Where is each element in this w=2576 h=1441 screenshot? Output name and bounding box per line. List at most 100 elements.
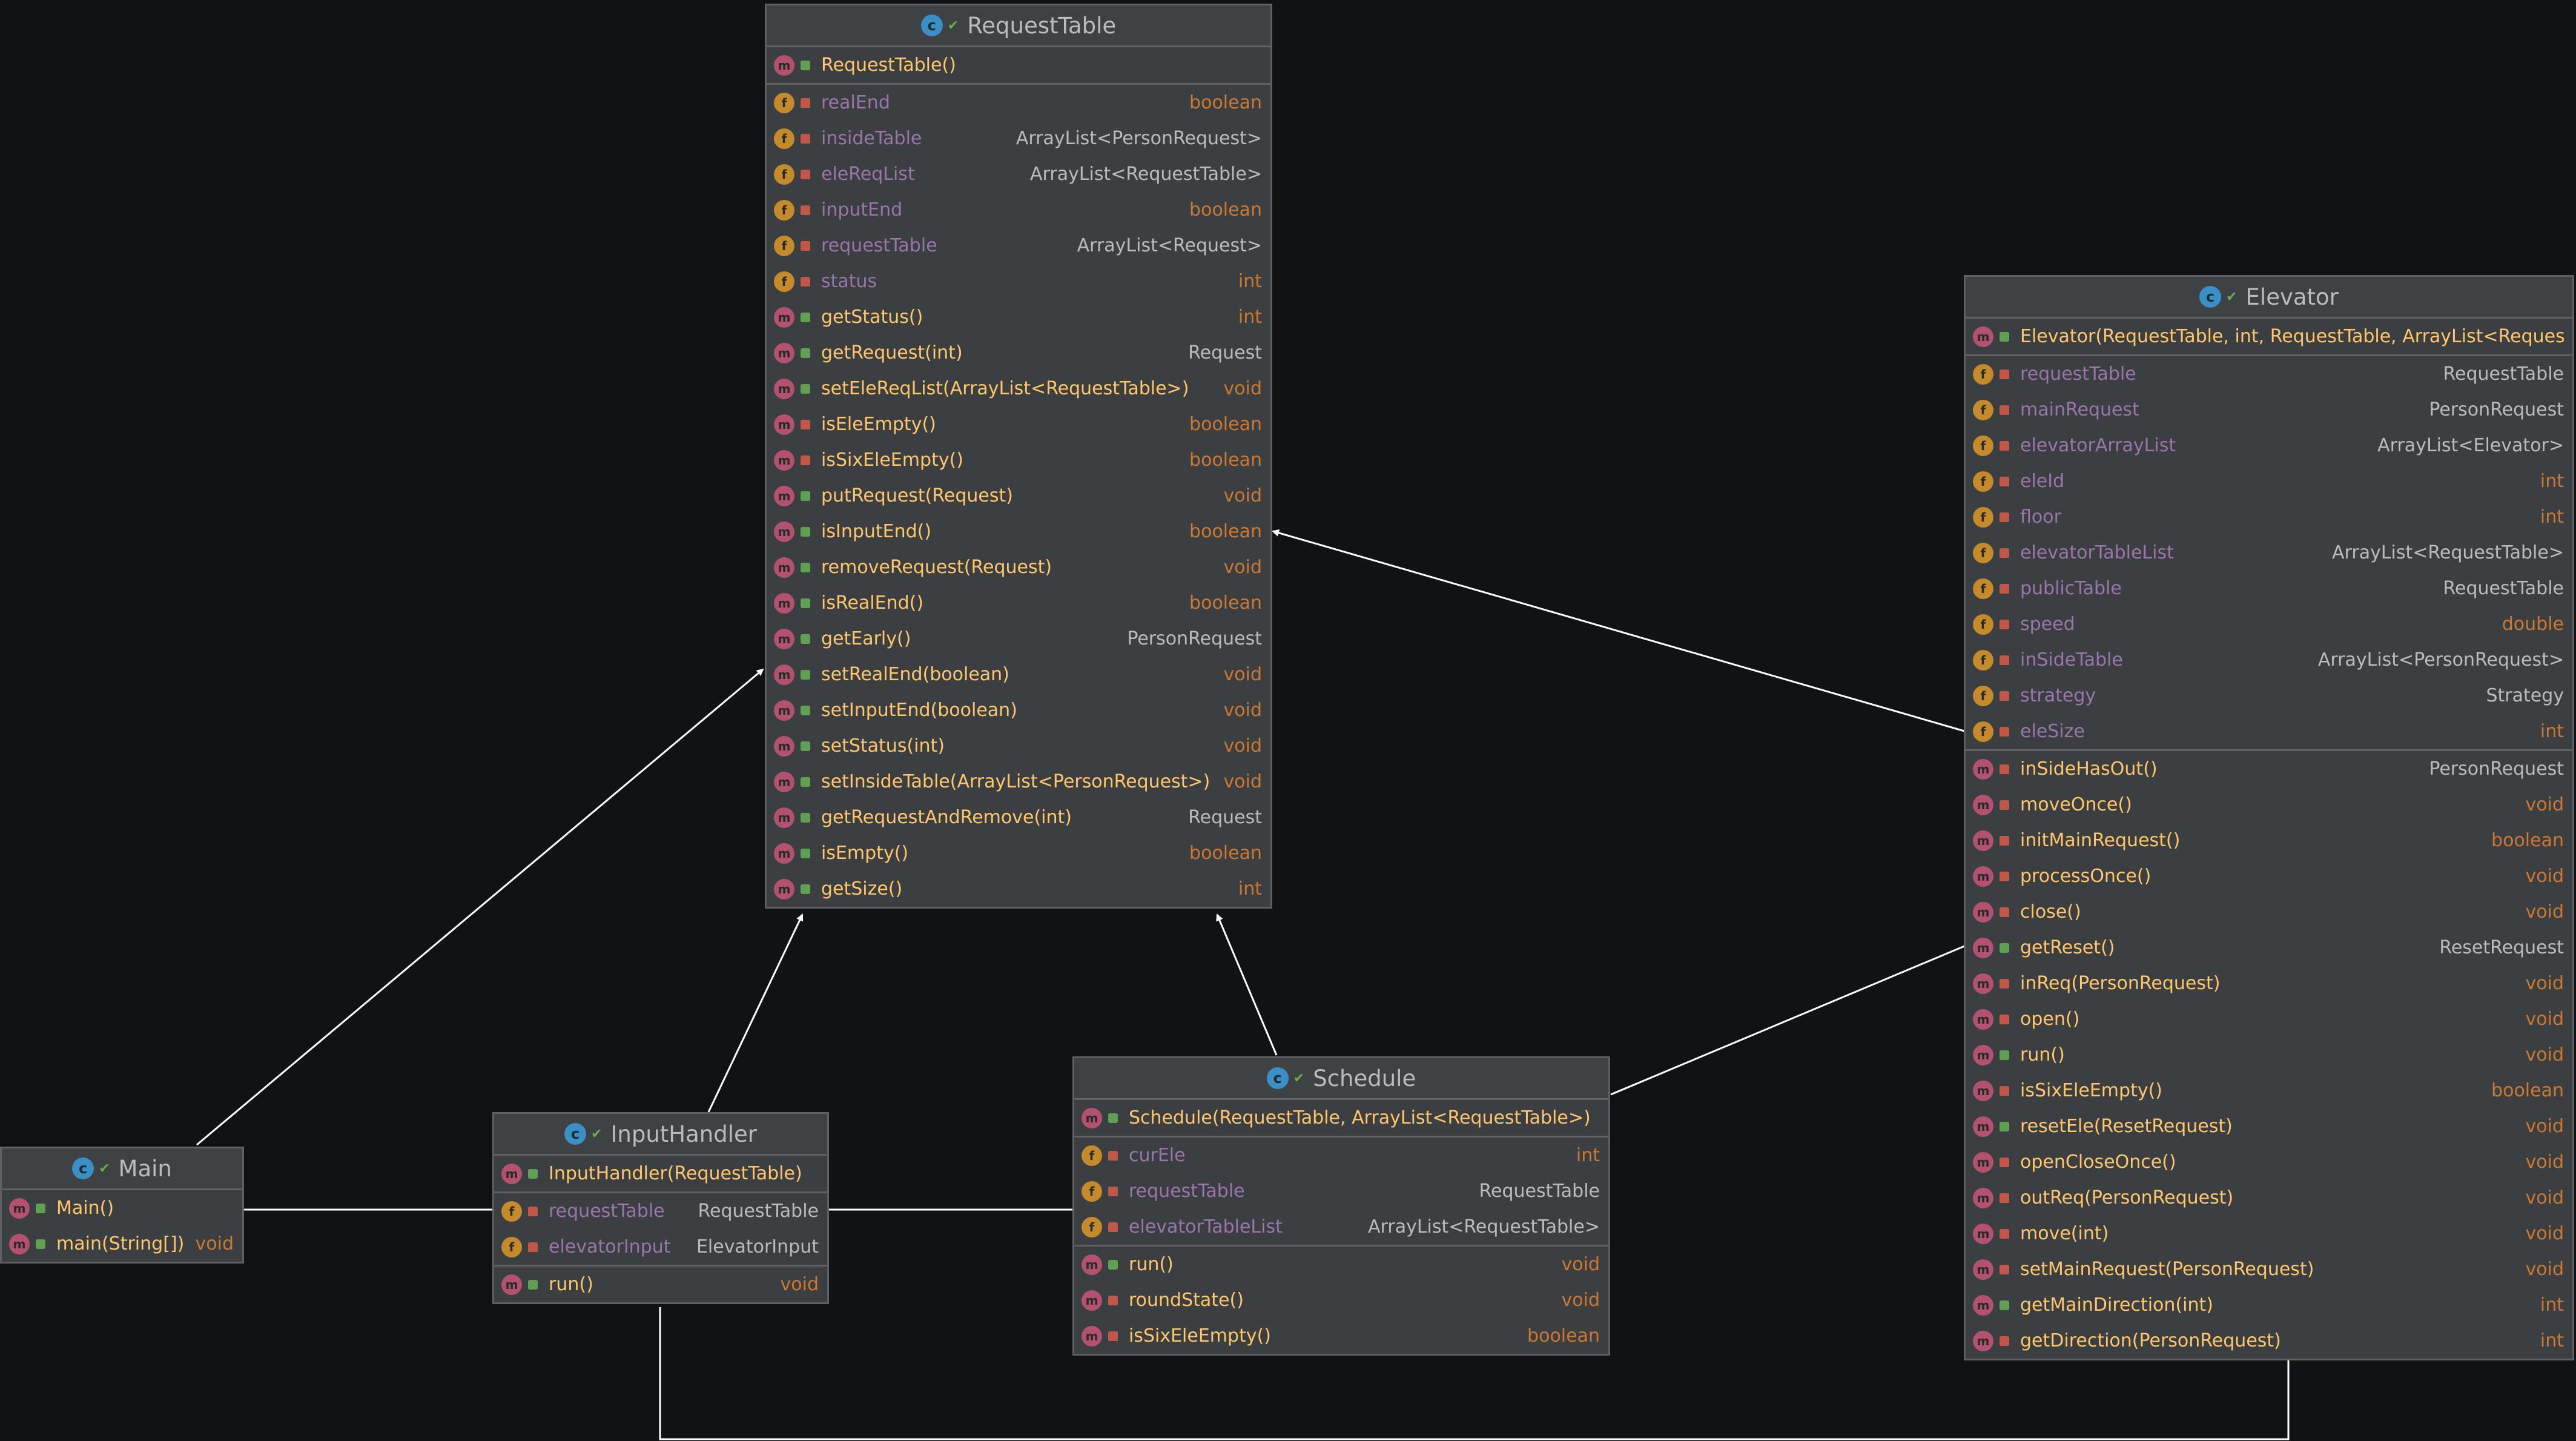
private-lock-icon — [1108, 1295, 1118, 1305]
member-type: boolean — [2491, 830, 2564, 851]
private-lock-icon — [2000, 583, 2009, 594]
field-f-icon: f — [1973, 649, 1993, 671]
member-name: inputEnd — [821, 199, 903, 220]
member-type: void — [1223, 664, 1263, 685]
member-type: void — [780, 1274, 819, 1295]
method-m-icon: m — [1973, 1330, 1993, 1351]
member-type: Request — [1188, 807, 1262, 828]
public-visibility-icon — [801, 526, 810, 537]
edge-schedule-to-elevator — [1610, 945, 1965, 1096]
field-f-icon: f — [1973, 542, 1993, 563]
member-type: int — [1238, 271, 1262, 292]
member-name: getDirection(PersonRequest) — [2020, 1330, 2281, 1351]
member-type: void — [2525, 794, 2564, 815]
member-type: ArrayList<Request> — [1077, 235, 1262, 256]
member-name: run() — [1129, 1254, 1174, 1275]
private-lock-icon — [2000, 440, 2009, 451]
public-visibility-icon — [801, 348, 810, 358]
member-name: isSixEleEmpty() — [821, 449, 963, 471]
method-m-icon: m — [1973, 758, 1993, 780]
method-m-icon: m — [9, 1233, 30, 1254]
private-lock-icon — [801, 169, 810, 179]
member-name: roundState() — [1129, 1290, 1244, 1311]
method-m-icon: m — [1973, 1151, 1993, 1173]
private-lock-icon — [801, 205, 810, 215]
member-name: setMainRequest(PersonRequest) — [2020, 1259, 2314, 1280]
member-type: void — [2525, 1223, 2564, 1244]
field-f-icon: f — [1973, 578, 1993, 599]
